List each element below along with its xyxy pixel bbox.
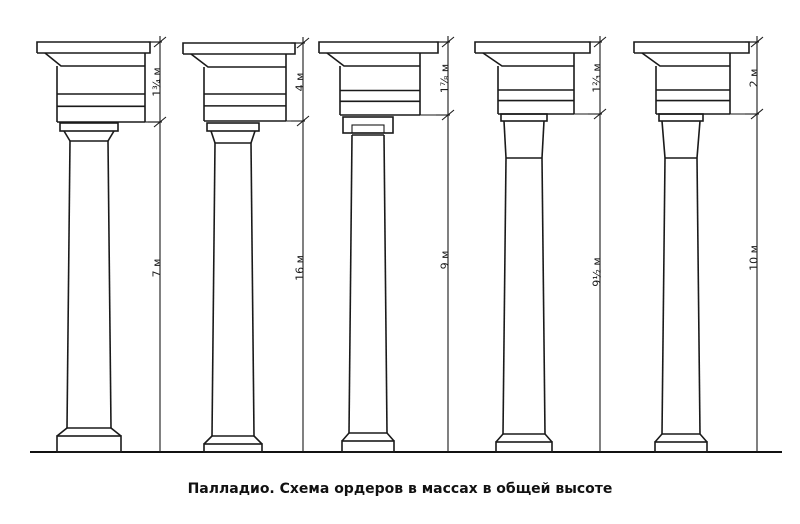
shaft-right [696, 157, 701, 435]
plinth [56, 435, 122, 453]
abacus [500, 113, 548, 122]
column-shaft [66, 140, 112, 429]
cornice-soffit [44, 52, 145, 67]
shaft-right [541, 157, 546, 435]
shaft-right [250, 142, 255, 437]
capital [206, 122, 260, 144]
column-base [203, 435, 263, 453]
entablature-height-label: 4 м [294, 73, 307, 92]
shaft-left [348, 134, 353, 434]
torus-left [654, 433, 663, 443]
column-shaft [661, 157, 701, 435]
echinus-right [250, 130, 256, 144]
shaft-left [502, 157, 507, 435]
bell-left [503, 120, 507, 159]
volute-channel [351, 124, 385, 134]
column-base [56, 427, 122, 453]
torus-right [699, 433, 708, 443]
column-base [341, 432, 395, 453]
shaft-right [107, 140, 112, 429]
column-height-label: 9½ м [591, 257, 604, 286]
order-1: 1¾ м 7 м [36, 36, 167, 453]
cornice-slab [633, 41, 750, 54]
column-base [654, 433, 708, 453]
order-4: 1⅔ м 9½ м [474, 36, 607, 453]
column-shaft [502, 157, 546, 435]
torus-left [341, 432, 350, 442]
torus-right [253, 435, 263, 445]
cornice-slab [318, 41, 439, 54]
bell-left [661, 120, 666, 159]
plinth [654, 441, 708, 453]
order-3: 1⅞ м 9 м [318, 36, 455, 453]
cornice-soffit [326, 52, 420, 67]
column-shaft [211, 142, 255, 437]
entablature-height-label: 1⅔ м [591, 63, 604, 92]
column-height-label: 16 м [294, 255, 307, 281]
torus-left [56, 427, 68, 437]
shaft-left [661, 157, 666, 435]
torus-left [203, 435, 213, 445]
column-height-label: 7 м [151, 259, 164, 278]
entablature [633, 41, 750, 115]
entablature [474, 41, 591, 115]
entablature [36, 41, 151, 123]
plinth [495, 441, 553, 453]
torus-right [386, 432, 395, 442]
cornice-slab [182, 42, 296, 55]
plinth [341, 440, 395, 453]
abacus [206, 122, 260, 132]
cornice-soffit [641, 52, 730, 67]
entablature-height-label: 2 м [748, 69, 761, 88]
column-height-label: 9 м [439, 251, 452, 270]
dimension-line: 2 м 10 м [730, 36, 764, 452]
torus-right [544, 433, 553, 443]
capital [342, 116, 394, 136]
echinus-right [107, 130, 115, 142]
capital [59, 122, 119, 142]
torus-right [110, 427, 122, 437]
cornice-soffit [482, 52, 574, 67]
abacus [658, 113, 704, 122]
column-base [495, 433, 553, 453]
order-2: 4 м 16 м [182, 37, 310, 453]
order-5: 2 м 10 м [633, 36, 764, 453]
entablature-height-label: 1⅞ м [439, 64, 452, 93]
capital [658, 113, 704, 159]
cornice-slab [474, 41, 591, 54]
cornice-soffit [190, 53, 286, 68]
dimension-line: 1⅞ м 9 м [420, 36, 455, 452]
column-height-label: 10 м [748, 245, 761, 271]
shaft-right [383, 134, 388, 434]
abacus [59, 122, 119, 132]
capital [500, 113, 548, 159]
entablature [182, 42, 296, 122]
echinus-left [63, 130, 71, 142]
cornice-slab [36, 41, 151, 54]
plinth [203, 443, 263, 453]
orders-layer: 1¾ м 7 м 4 м 16 м 1⅞ м 9 м 1⅔ м 9½ м 2 м 10 м [36, 36, 764, 453]
echinus-left [210, 130, 216, 144]
shaft-left [66, 140, 71, 429]
entablature [318, 41, 439, 116]
dimension-line: 1⅔ м 9½ м [574, 36, 607, 452]
bell-right [696, 120, 701, 159]
diagram-caption: Палладио. Схема ордеров в массах в общей… [187, 481, 613, 497]
torus-left [495, 433, 504, 443]
bell-right [541, 120, 545, 159]
dimension-line: 1¾ м 7 м [145, 36, 167, 452]
entablature-height-label: 1¾ м [151, 67, 164, 96]
column-shaft [348, 134, 388, 434]
shaft-left [211, 142, 216, 437]
dimension-line: 4 м 16 м [286, 37, 310, 452]
